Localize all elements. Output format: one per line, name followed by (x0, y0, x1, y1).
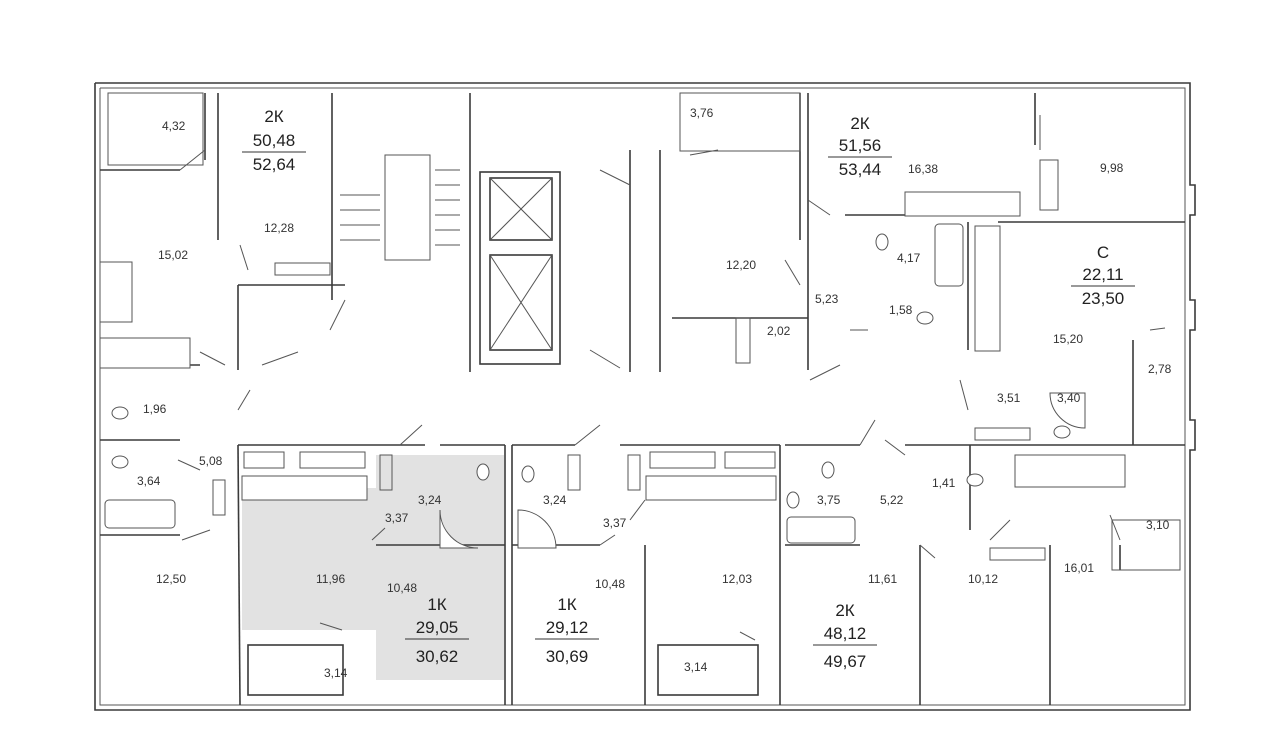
shower-icon (439, 392, 1086, 549)
apartment-badge[interactable]: 1К 29,05 30,62 (405, 595, 469, 666)
room-area: 3,40 (1057, 391, 1081, 405)
room-area: 5,08 (199, 454, 223, 468)
room-area: 2,78 (1148, 362, 1172, 376)
apartment-total-area: 49,67 (824, 652, 867, 671)
room-area: 5,23 (815, 292, 839, 306)
room-area: 10,48 (387, 581, 417, 595)
apartment-type: С (1097, 243, 1109, 262)
room-area: 3,75 (817, 493, 841, 507)
apartment-total-area: 23,50 (1082, 289, 1125, 308)
room-area: 3,14 (684, 660, 708, 674)
room-area: 4,17 (897, 251, 921, 265)
bathtub-icon (104, 223, 964, 544)
room-area: 11,61 (868, 572, 897, 586)
room-area: 5,22 (880, 493, 904, 507)
apartment-badge[interactable]: 2К 51,56 53,44 (828, 114, 892, 179)
outer-walls (94, 82, 1196, 711)
room-area: 3,51 (997, 391, 1021, 405)
apartment-living-area: 51,56 (839, 136, 882, 155)
room-area: 3,10 (1146, 518, 1170, 532)
toilet-icon (111, 233, 1071, 509)
room-area: 1,41 (932, 476, 956, 490)
room-area: 11,96 (316, 572, 345, 586)
highlighted-apartment[interactable] (242, 455, 504, 680)
room-area: 3,37 (385, 511, 409, 525)
room-area: 12,03 (722, 572, 752, 586)
apartment-total-area: 53,44 (839, 160, 882, 179)
apartment-type: 2К (264, 107, 283, 126)
room-area: 10,12 (968, 572, 998, 586)
room-area: 9,98 (1100, 161, 1124, 175)
apartment-type: 2К (850, 114, 869, 133)
room-area: 12,50 (156, 572, 186, 586)
room-area: 16,01 (1064, 561, 1094, 575)
room-area: 12,20 (726, 258, 756, 272)
apartment-type: 1К (427, 595, 446, 614)
door-icon (177, 115, 1166, 641)
room-area: 2,02 (767, 324, 791, 338)
apartment-living-area: 29,05 (416, 618, 459, 637)
kitchen-counter (99, 191, 1126, 501)
room-area: 16,38 (908, 162, 938, 176)
elevator-icon (489, 177, 553, 351)
apartment-badge[interactable]: 2К 48,12 49,67 (813, 601, 877, 671)
apartment-type: 1К (557, 595, 576, 614)
interior-walls (100, 93, 1185, 706)
apartment-total-area: 30,69 (546, 647, 589, 666)
room-area: 3,24 (543, 493, 567, 507)
room-area: 10,48 (595, 577, 625, 591)
room-area: 1,96 (143, 402, 167, 416)
room-area: 3,76 (690, 106, 714, 120)
room-area: 15,20 (1053, 332, 1083, 346)
room-area: 3,64 (137, 474, 161, 488)
room-area: 3,24 (418, 493, 442, 507)
apartment-badge[interactable]: С 22,11 23,50 (1071, 243, 1135, 308)
room-area: 3,37 (603, 516, 627, 530)
apartment-total-area: 30,62 (416, 647, 459, 666)
apartment-type: 2К (835, 601, 854, 620)
staircase (340, 154, 460, 261)
room-area: 3,14 (324, 666, 348, 680)
apartment-living-area: 22,11 (1082, 265, 1123, 284)
apartment-living-area: 50,48 (253, 131, 296, 150)
room-area: 4,32 (162, 119, 186, 133)
apartment-badge[interactable]: 2К 50,48 52,64 (242, 107, 306, 174)
room-area: 12,28 (264, 221, 294, 235)
apartment-total-area: 52,64 (253, 155, 296, 174)
room-area: 1,58 (889, 303, 913, 317)
room-labels: 4,32 12,28 15,02 1,96 3,64 5,08 12,50 11… (137, 106, 1172, 680)
room-area: 15,02 (158, 248, 188, 262)
radiator-icon (212, 159, 1059, 561)
balcony (107, 92, 1181, 571)
apartment-living-area: 48,12 (824, 624, 867, 643)
apartment-badge[interactable]: 1К 29,12 30,69 (535, 595, 599, 666)
apartment-living-area: 29,12 (546, 618, 589, 637)
